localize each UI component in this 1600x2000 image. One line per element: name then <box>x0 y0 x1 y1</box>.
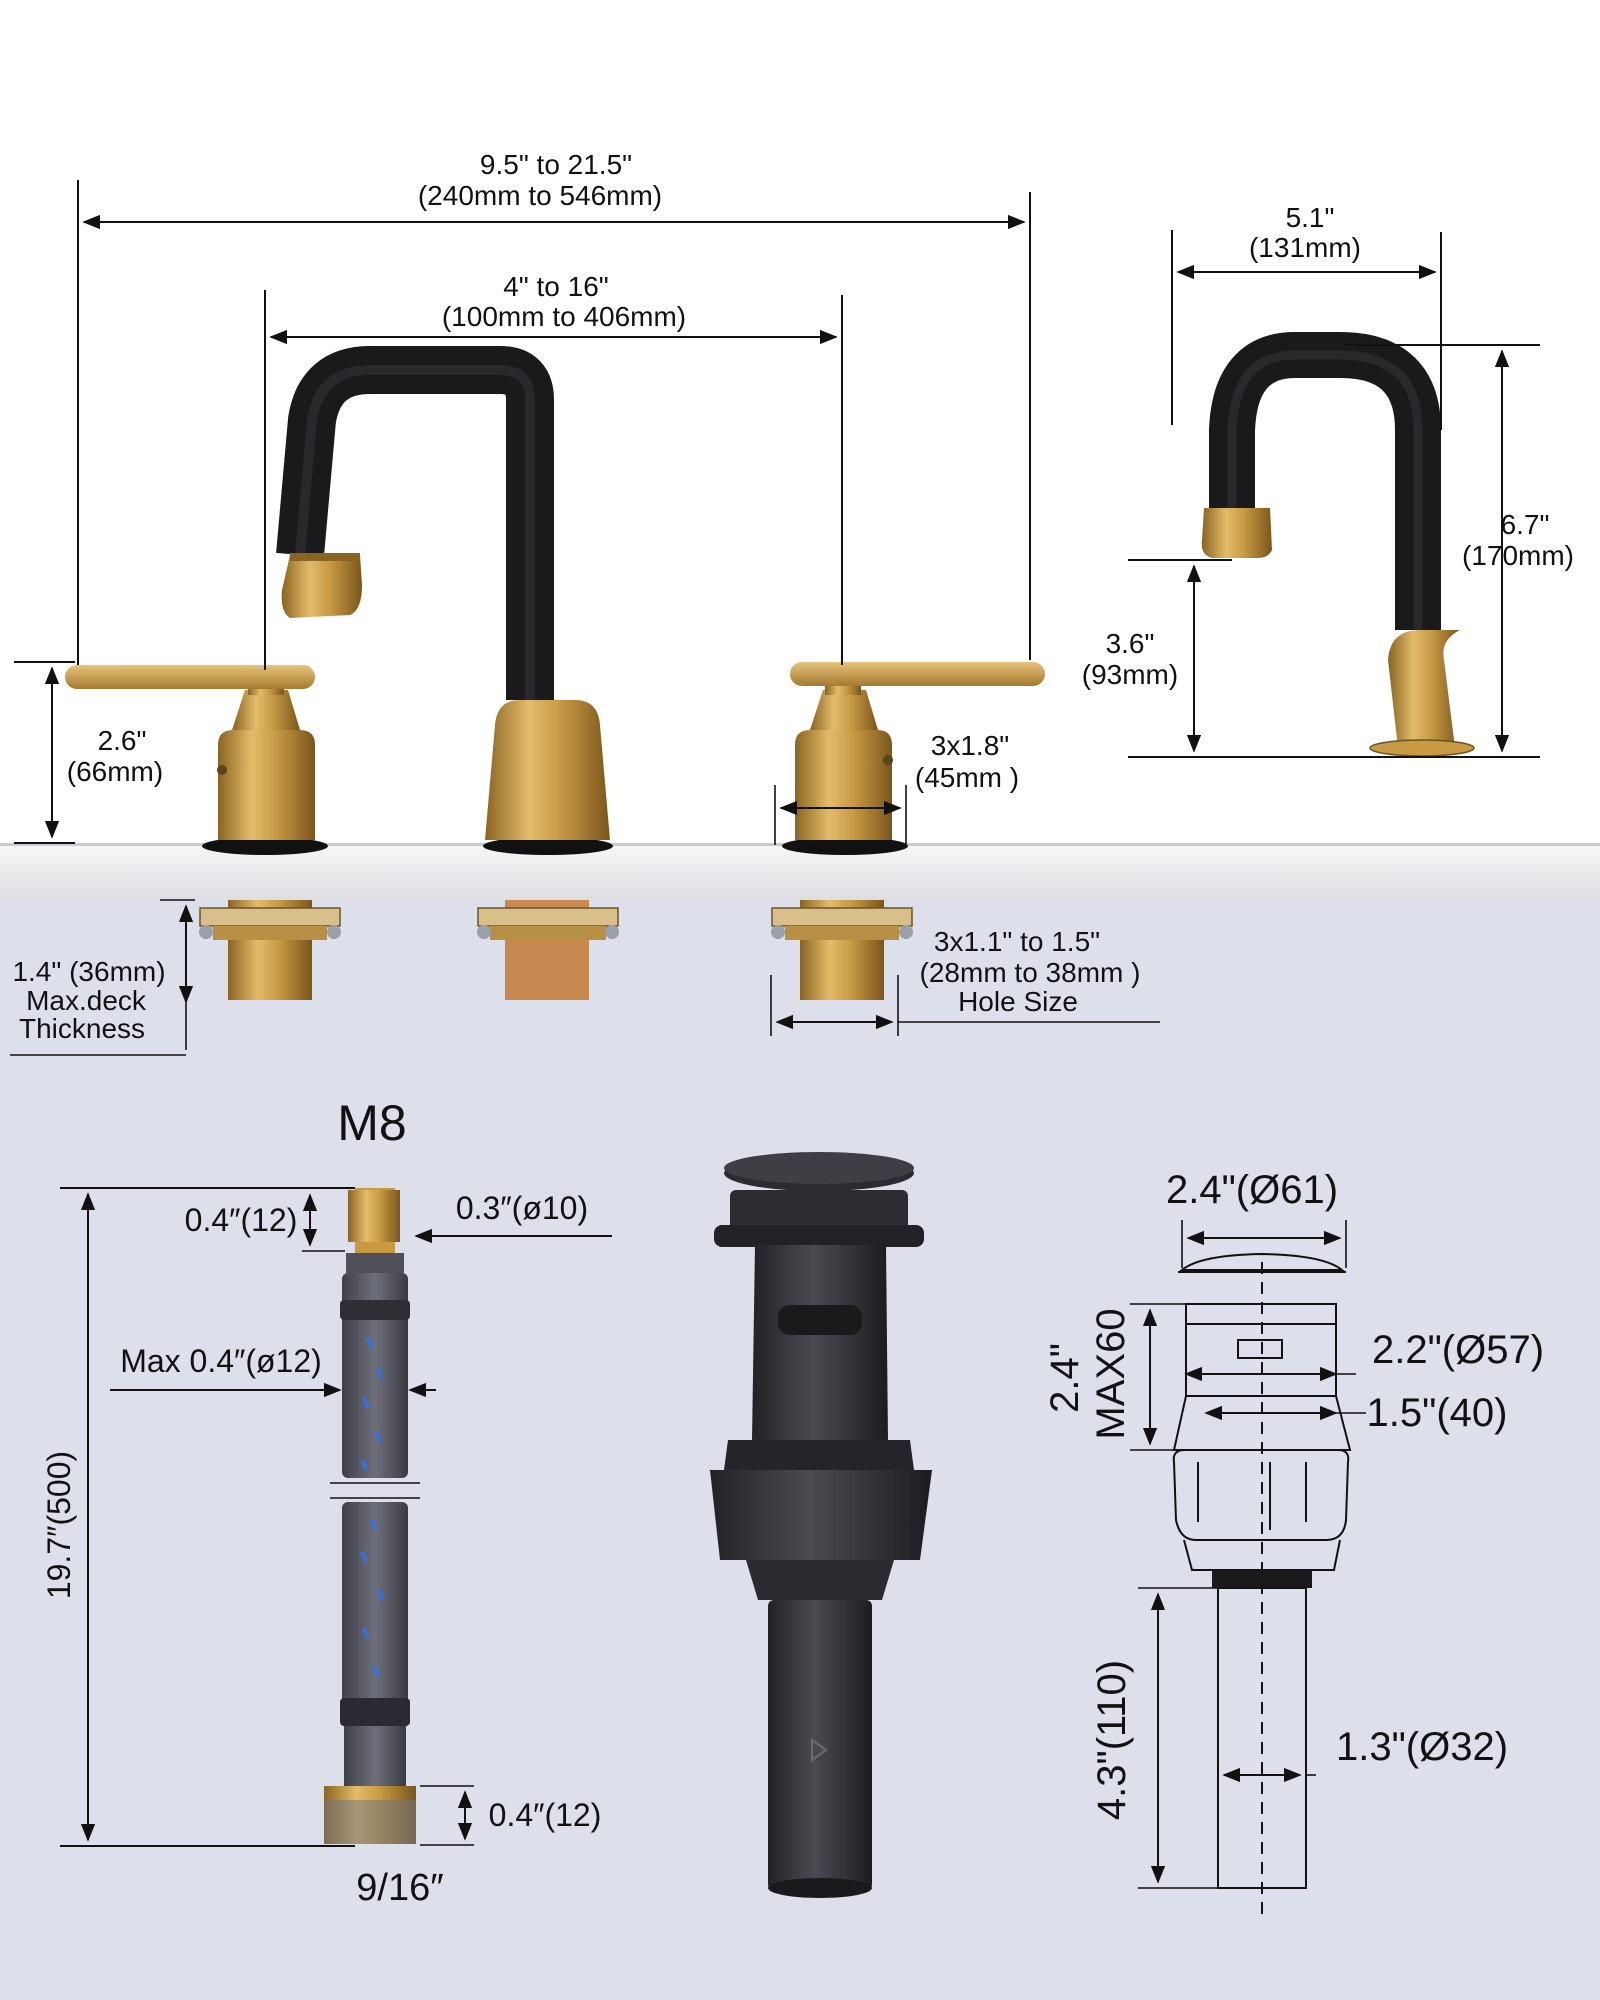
hose-nut-length-label: 0.4″(12) <box>489 1797 602 1833</box>
center-shank <box>477 900 619 1000</box>
hose-top-length-label: 0.4″(12) <box>185 1202 298 1238</box>
drain-cap-diameter-label: 2.4"(Ø61) <box>1166 1168 1338 1212</box>
overall-width-label: 9.5" to 21.5" <box>480 149 632 180</box>
faucet-height-mm-label: (170mm) <box>1462 540 1574 571</box>
handle-height-label: 2.6" <box>98 725 147 756</box>
drain-body-diameter-label: 1.5"(40) <box>1367 1391 1508 1435</box>
faucet-height-label: 6.7" <box>1501 509 1550 540</box>
right-shank <box>771 900 913 1000</box>
spout-height-mm-label: (93mm) <box>1082 659 1178 690</box>
deck-thickness-line3: Thickness <box>19 1013 145 1044</box>
hose-max-diameter-label: Max 0.4″(ø12) <box>120 1343 322 1379</box>
hose-thread-label: M8 <box>337 1095 406 1151</box>
supply-hose: M8 19.7″(500) 0.4″(12) 0.3″(ø <box>41 1095 612 1909</box>
base-diameter-label: 3x1.8" <box>931 730 1009 761</box>
hole-size-caption: Hole Size <box>958 986 1078 1017</box>
spout-reach-mm-label: (131mm) <box>1249 232 1361 263</box>
widespread-faucet-front-view: 9.5" to 21.5" (240mm to 546mm) 4" to 16"… <box>0 149 1600 1056</box>
spout-side-view: 5.1" (131mm) 6.7" (170mm) 3.6" (93mm) <box>1082 202 1574 758</box>
drain-tail-diameter-label: 1.3"(Ø32) <box>1336 1725 1508 1769</box>
drain-body-height-label: 2.4" <box>1043 1343 1087 1413</box>
pop-up-drain <box>710 1152 932 1898</box>
base-diameter-mm-label: (45mm ) <box>915 762 1019 793</box>
handle-spread-mm-label: (100mm to 406mm) <box>442 301 686 332</box>
hole-size-label: 3x1.1" to 1.5" <box>934 926 1100 957</box>
hose-length-label: 19.7″(500) <box>41 1451 77 1599</box>
spout-height-label: 3.6" <box>1106 628 1155 659</box>
drain-flange-diameter-label: 2.2"(Ø57) <box>1372 1328 1544 1372</box>
left-handle <box>65 665 328 855</box>
handle-height-mm-label: (66mm) <box>67 756 163 787</box>
overall-width-mm-label: (240mm to 546mm) <box>418 180 662 211</box>
center-spout <box>276 346 613 855</box>
drain-body-height-max-label: MAX60 <box>1089 1308 1133 1439</box>
deck-thickness-label: 1.4" (36mm) <box>12 956 165 987</box>
hole-size-mm-label: (28mm to 38mm ) <box>920 957 1141 988</box>
hose-nut-size-label: 9/16″ <box>356 1867 443 1909</box>
drain-technical-drawing: 2.4"(Ø61) 2.4" MAX60 2.2"(Ø57) 1.5"(40) … <box>1043 1168 1544 1915</box>
hose-top-diameter-label: 0.3″(ø10) <box>456 1190 588 1226</box>
deck-thickness-line2: Max.deck <box>26 985 147 1016</box>
spout-reach-label: 5.1" <box>1286 202 1335 233</box>
handle-spread-label: 4" to 16" <box>503 271 609 302</box>
left-shank <box>199 900 341 1000</box>
drain-tail-length-label: 4.3"(110) <box>1090 1660 1134 1820</box>
